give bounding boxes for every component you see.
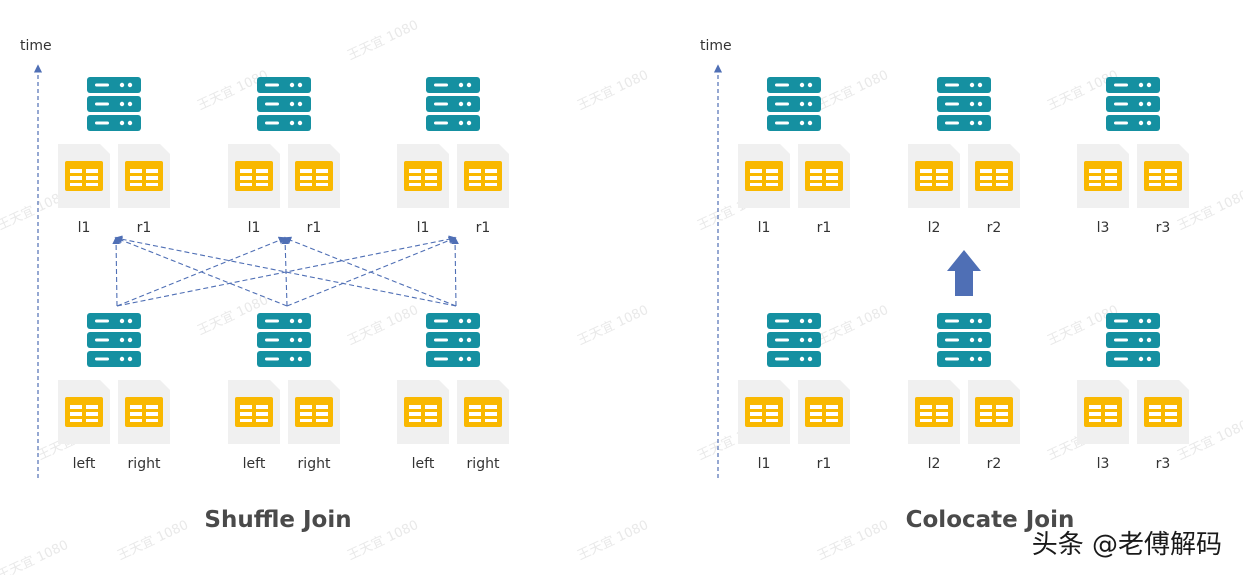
shuffle-arrow	[283, 236, 457, 307]
left-table-label: left	[243, 456, 266, 472]
right-table-label: r1	[817, 456, 832, 472]
shuffle-arrow	[281, 236, 290, 307]
watermark-text: 王天宜 1080	[345, 18, 420, 64]
server-icon	[257, 313, 311, 367]
table-icon	[397, 380, 449, 444]
server-icon	[87, 313, 141, 367]
watermark-text: 王天宜 1080	[815, 303, 890, 349]
right-table-label: right	[467, 456, 500, 472]
left-table-label: l1	[417, 220, 430, 236]
right-table-label: r3	[1156, 220, 1171, 236]
table-icon	[228, 380, 280, 444]
table-icon	[118, 380, 170, 444]
server-icon	[937, 77, 991, 131]
table-icon	[397, 144, 449, 208]
table-icon	[1137, 380, 1189, 444]
time-label: time	[20, 38, 52, 54]
right-table-label: right	[128, 456, 161, 472]
server-icon	[1106, 313, 1160, 367]
left-table-label: l2	[928, 456, 941, 472]
shuffle-join-title: Shuffle Join	[204, 507, 351, 533]
watermark-text: 王天宜 1080	[575, 68, 650, 114]
shuffle-arrow	[114, 235, 457, 307]
left-table-label: left	[412, 456, 435, 472]
table-icon	[1077, 380, 1129, 444]
server-icon	[767, 313, 821, 367]
brand-mark: 头条 @老傅解码	[1032, 530, 1222, 560]
colocate-join-title: Colocate Join	[906, 507, 1075, 533]
right-table-label: right	[298, 456, 331, 472]
table-icon	[798, 380, 850, 444]
server-icon	[767, 77, 821, 131]
left-table-label: l1	[758, 456, 771, 472]
shuffle-arrow	[112, 236, 120, 307]
watermark-text: 王天宜 1080	[0, 538, 71, 575]
left-table-label: left	[73, 456, 96, 472]
server-icon	[426, 77, 480, 131]
right-table-label: r2	[987, 456, 1002, 472]
watermark-text: 王天宜 1080	[345, 518, 420, 564]
server-icon	[1106, 77, 1160, 131]
right-table-label: r1	[307, 220, 322, 236]
table-icon	[968, 144, 1020, 208]
left-table-label: l3	[1097, 456, 1110, 472]
right-table-label: r1	[137, 220, 152, 236]
time-label: time	[700, 38, 732, 54]
watermark-text: 王天宜 1080	[815, 518, 890, 564]
watermark-text: 王天宜 1080	[345, 303, 420, 349]
table-icon	[288, 144, 340, 208]
shuffle-arrow	[451, 236, 459, 307]
server-icon	[426, 313, 480, 367]
right-table-label: r1	[476, 220, 491, 236]
table-icon	[228, 144, 280, 208]
table-icon	[1077, 144, 1129, 208]
table-icon	[908, 380, 960, 444]
table-icon	[738, 380, 790, 444]
server-icon	[257, 77, 311, 131]
table-icon	[118, 144, 170, 208]
up-arrow-icon	[947, 250, 981, 296]
left-table-label: l3	[1097, 220, 1110, 236]
server-icon	[937, 313, 991, 367]
table-icon	[1137, 144, 1189, 208]
watermark-text: 王天宜 1080	[575, 303, 650, 349]
table-icon	[738, 144, 790, 208]
server-icon	[87, 77, 141, 131]
table-icon	[457, 144, 509, 208]
table-icon	[798, 144, 850, 208]
shuffle-arrow	[114, 236, 288, 307]
table-icon	[58, 380, 110, 444]
watermark-layer: 王天宜 1080 王天宜 1080 王天宜 1080 王天宜 1080 王天宜 1080…	[0, 18, 1243, 575]
right-table-label: r1	[817, 220, 832, 236]
left-table-label: l1	[78, 220, 91, 236]
watermark-text: 王天宜 1080	[815, 68, 890, 114]
watermark-text: 王天宜 1080	[575, 518, 650, 564]
table-icon	[968, 380, 1020, 444]
left-table-label: l2	[928, 220, 941, 236]
left-table-label: l1	[248, 220, 261, 236]
right-table-label: r3	[1156, 456, 1171, 472]
table-icon	[457, 380, 509, 444]
right-table-label: r2	[987, 220, 1002, 236]
left-table-label: l1	[758, 220, 771, 236]
table-icon	[58, 144, 110, 208]
watermark-text: 王天宜 1080	[115, 518, 190, 564]
table-icon	[908, 144, 960, 208]
table-icon	[288, 380, 340, 444]
